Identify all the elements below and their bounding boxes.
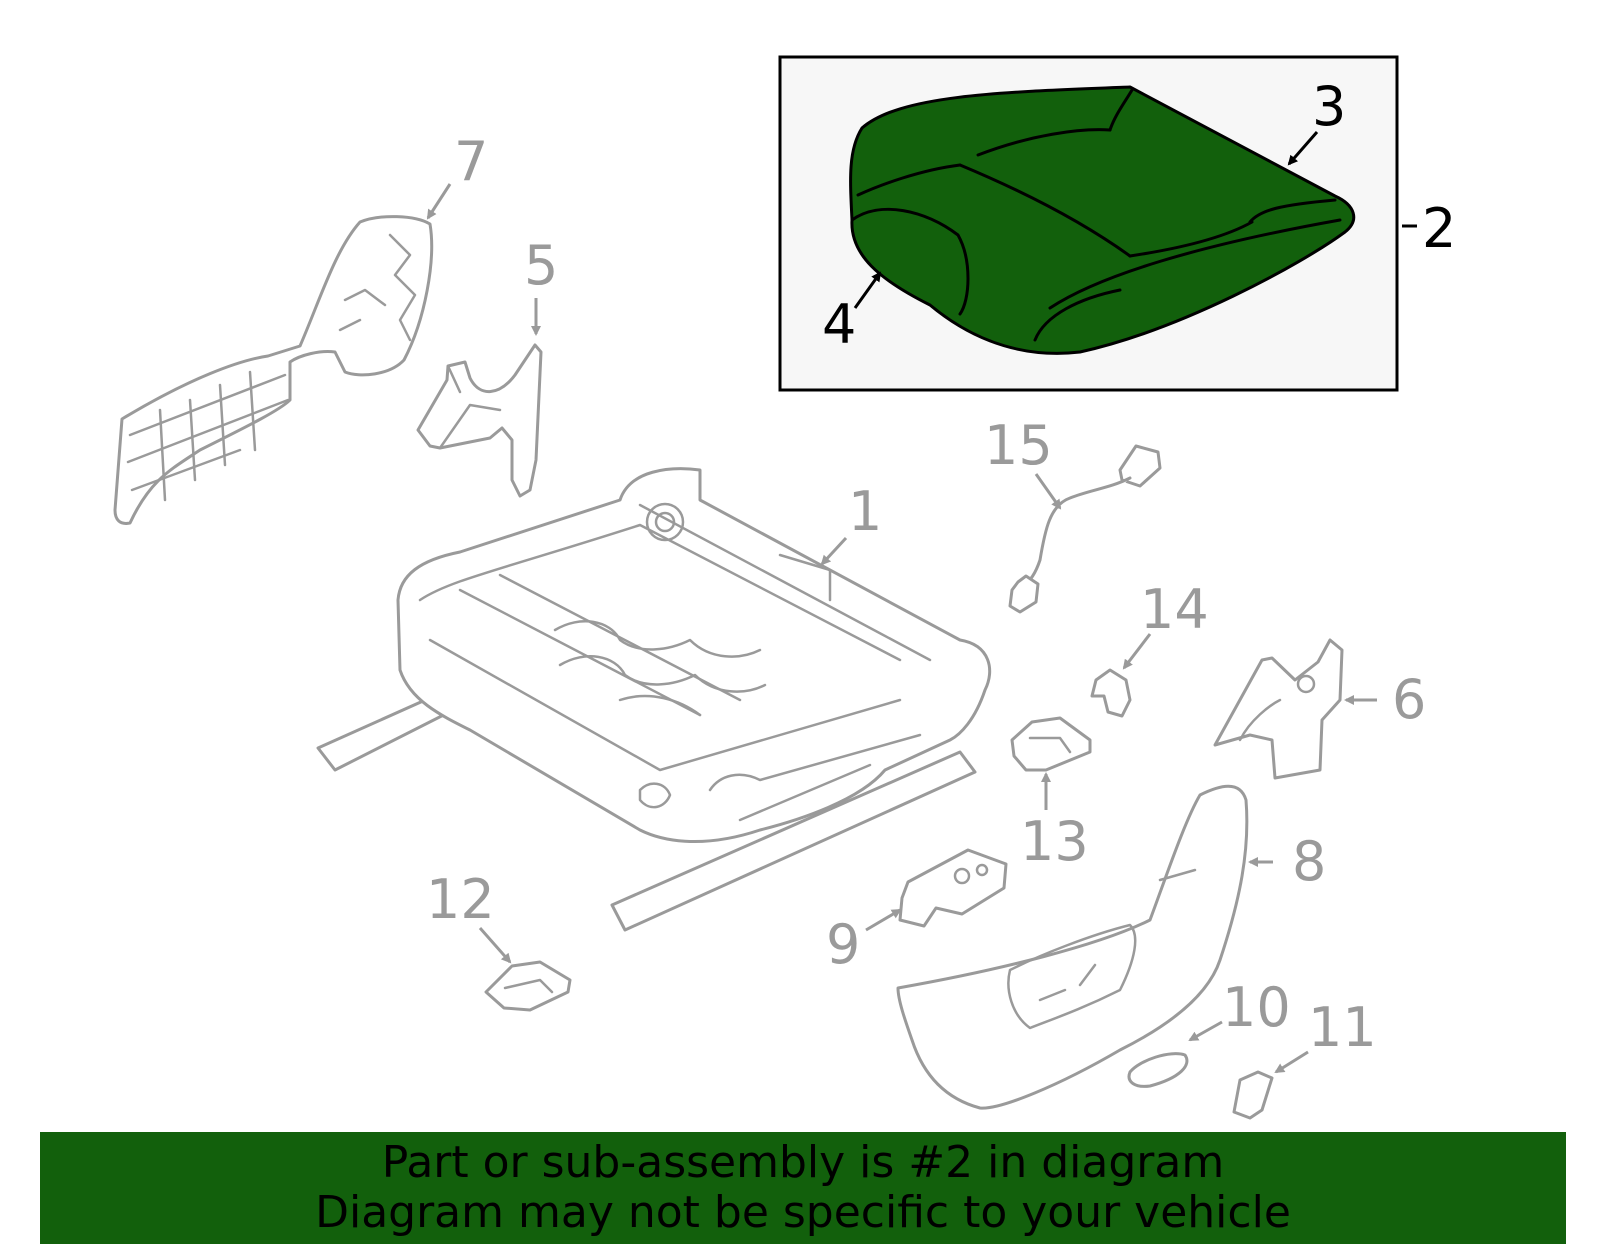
highlight-inset[interactable] xyxy=(778,55,1417,392)
seat-cushion-part-2[interactable] xyxy=(849,85,1356,355)
callout-5: 5 xyxy=(524,234,558,297)
callout-2: 2 xyxy=(1422,197,1456,260)
banner-line-2: Diagram may not be specific to your vehi… xyxy=(315,1187,1291,1238)
cap-part-13[interactable] xyxy=(1010,716,1092,772)
callout-3: 3 xyxy=(1312,75,1346,138)
hinge-bracket-part-5[interactable] xyxy=(416,343,543,498)
callout-14: 14 xyxy=(1140,578,1209,641)
callout-6: 6 xyxy=(1392,668,1426,731)
callout-7: 7 xyxy=(454,130,488,193)
callout-13: 13 xyxy=(1020,810,1089,873)
knob-part-11[interactable] xyxy=(1232,1070,1274,1120)
side-bracket-part-6[interactable] xyxy=(1213,638,1344,780)
seat-back-panel-part-7[interactable] xyxy=(113,215,434,525)
button-part-10[interactable] xyxy=(1127,1052,1189,1088)
callout-8: 8 xyxy=(1292,830,1326,893)
side-trim-part-8[interactable] xyxy=(896,784,1249,1110)
wire-harness-part-15[interactable] xyxy=(1008,444,1162,614)
seat-frame-part-1[interactable] xyxy=(316,467,992,932)
callout-4: 4 xyxy=(822,293,856,356)
callout-10: 10 xyxy=(1222,976,1291,1039)
callout-11: 11 xyxy=(1308,996,1377,1059)
callout-9: 9 xyxy=(826,913,860,976)
leader-lines xyxy=(426,183,1377,1074)
clip-part-14[interactable] xyxy=(1090,668,1132,718)
info-banner: Part or sub-assembly is #2 in diagram Di… xyxy=(40,1132,1566,1244)
callout-labels: 1 2 3 4 5 6 7 8 9 10 11 12 13 14 15 xyxy=(426,75,1456,1059)
callout-1: 1 xyxy=(848,480,882,543)
switch-module-part-9[interactable] xyxy=(898,848,1008,928)
cap-part-12[interactable] xyxy=(484,960,572,1012)
callout-12: 12 xyxy=(426,868,495,931)
callout-15: 15 xyxy=(984,414,1053,477)
banner-line-1: Part or sub-assembly is #2 in diagram xyxy=(381,1137,1225,1188)
